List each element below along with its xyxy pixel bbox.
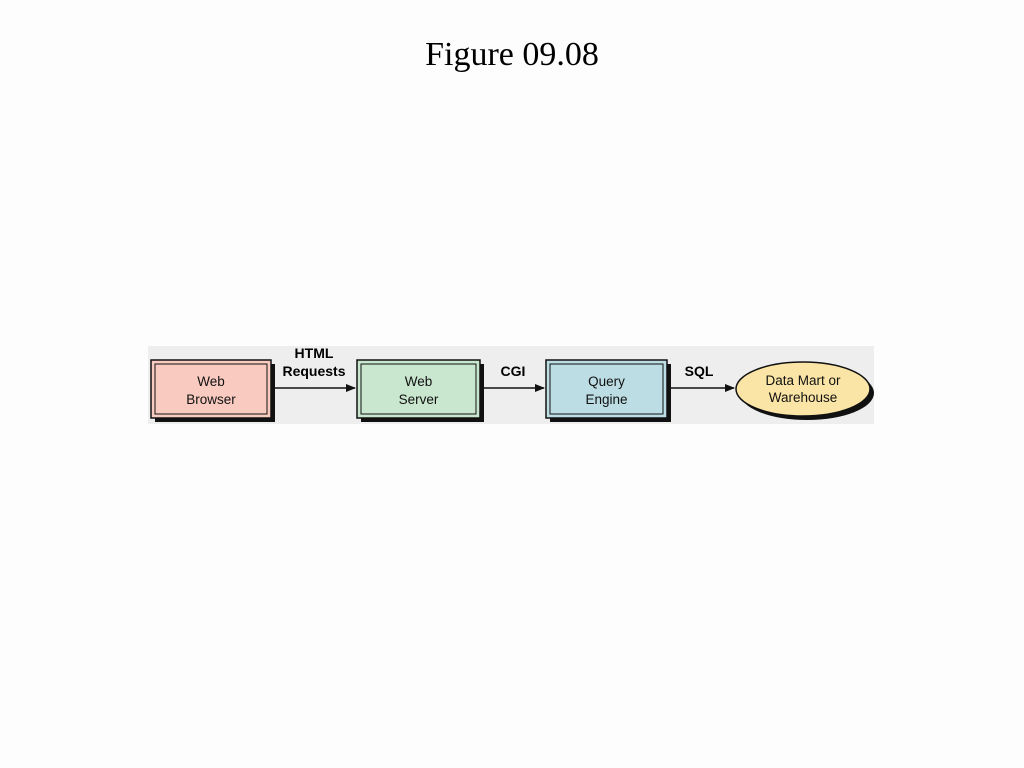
data-mart-label: Data Mart or [765, 373, 841, 388]
edge-label-web-server-to-query-engine: CGI [501, 363, 526, 379]
web-server-box [356, 359, 481, 419]
page-title: Figure 09.08 [425, 36, 599, 73]
query-engine-inner-border [549, 363, 664, 415]
query-engine-label: Query [588, 374, 625, 389]
edge-label-web-browser-to-web-server: Requests [282, 363, 345, 379]
edge-label-web-browser-to-web-server: HTML [295, 345, 334, 361]
data-mart-ellipse [735, 361, 871, 417]
query-engine-box [545, 359, 668, 419]
edge-label-query-engine-to-data-mart: SQL [685, 363, 714, 379]
query-engine-label: Engine [585, 392, 627, 407]
web-browser-inner-border [154, 363, 268, 415]
web-server-inner-border [360, 363, 477, 415]
web-browser-box [150, 359, 272, 419]
data-mart-label: Warehouse [769, 390, 838, 405]
web-browser-label: Web [197, 374, 225, 389]
web-browser-label: Browser [186, 392, 236, 407]
web-server-label: Server [399, 392, 439, 407]
web-server-label: Web [405, 374, 433, 389]
